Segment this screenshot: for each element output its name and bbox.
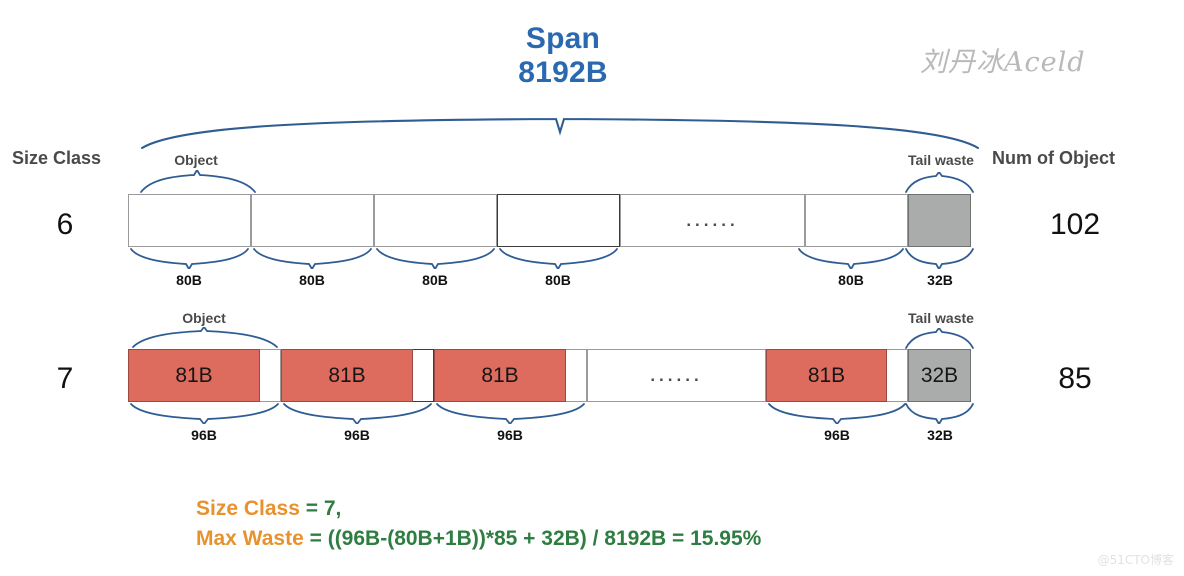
span-title-line1: Span: [525, 22, 601, 55]
ellipsis-cell: [620, 194, 805, 247]
object-brace-row6: [140, 170, 256, 193]
header-num-of-object: Num of Object: [992, 148, 1116, 168]
row6-ellipsis: ......: [686, 210, 739, 230]
formula-block: Size Class = 7, Max Waste = ((96B-(80B+1…: [196, 494, 761, 554]
tail-waste-size-label-row7: 32B: [927, 427, 953, 443]
span-row-sizeclass-7: 81B 81B 81B 81B ...... 32B: [128, 349, 971, 402]
num-of-object-value-row7: 85: [1058, 362, 1092, 395]
object-cell: [805, 194, 908, 247]
object-block: 81B: [281, 349, 413, 402]
header-size-class: Size Class: [12, 148, 102, 168]
span-title: Span 8192B: [430, 22, 696, 90]
object-block: 81B: [128, 349, 260, 402]
size-label-row7-1: 96B: [191, 427, 217, 443]
formula-line2-key: Max Waste: [196, 527, 304, 550]
size-label-row7-3: 96B: [497, 427, 523, 443]
tail-waste-size-label-row6: 32B: [927, 272, 953, 288]
size-brace-row6-3: [376, 248, 495, 269]
tail-waste-size-brace-row7: [905, 403, 974, 424]
size-class-value-row7: 7: [56, 362, 74, 395]
span-row-sizeclass-6: ......: [128, 194, 971, 247]
size-brace-row7-3: [436, 403, 585, 424]
object-brace-row7: [132, 327, 278, 348]
span-title-line2: 8192B: [518, 56, 608, 89]
size-brace-row6-2: [253, 248, 372, 269]
formula-line-2: Max Waste = ((96B-(80B+1B))*85 + 32B) / …: [196, 524, 761, 554]
formula-line1-value: = 7,: [299, 497, 342, 520]
size-brace-row6-5: [798, 248, 904, 269]
size-brace-row7-2: [283, 403, 432, 424]
row7-ellipsis: ......: [650, 365, 703, 385]
size-label-row6-1: 80B: [176, 272, 202, 288]
formula-line2-value: = ((96B-(80B+1B))*85 + 32B) / 8192B = 15…: [303, 527, 762, 550]
size-brace-row6-4: [499, 248, 618, 269]
tail-waste-cell: [908, 194, 971, 247]
object-block: 81B: [766, 349, 887, 402]
formula-line-1: Size Class = 7,: [196, 494, 761, 524]
watermark-site: @51CTO博客: [1097, 553, 1174, 567]
object-cell: [497, 194, 620, 247]
tail-waste-brace-row6: [905, 172, 974, 193]
size-brace-row6-1: [130, 248, 249, 269]
size-class-value-row6: 6: [56, 208, 74, 241]
span-brace: [140, 117, 980, 150]
size-label-row6-2: 80B: [299, 272, 325, 288]
size-brace-row7-1: [130, 403, 279, 424]
ellipsis-slot: [587, 349, 766, 402]
object-block: 81B: [434, 349, 566, 402]
size-label-row7-2: 96B: [344, 427, 370, 443]
label-object-row7: Object: [182, 310, 226, 326]
object-cell: [128, 194, 251, 247]
label-tail-waste-row7: Tail waste: [908, 310, 974, 326]
num-of-object-value-row6: 102: [1049, 208, 1101, 241]
watermark-author: 刘丹冰Aceld: [920, 47, 1086, 78]
tail-waste-block: 32B: [908, 349, 971, 402]
tail-waste-size-brace-row6: [905, 248, 974, 269]
size-label-row6-5: 80B: [838, 272, 864, 288]
tail-waste-brace-row7: [905, 328, 974, 349]
size-brace-row7-4: [768, 403, 906, 424]
object-cell: [251, 194, 374, 247]
size-label-row6-3: 80B: [422, 272, 448, 288]
formula-line1-key: Size Class: [196, 497, 300, 520]
label-tail-waste-row6: Tail waste: [908, 152, 974, 168]
size-label-row6-4: 80B: [545, 272, 571, 288]
size-label-row7-4: 96B: [824, 427, 850, 443]
object-cell: [374, 194, 497, 247]
label-object-row6: Object: [174, 152, 218, 168]
